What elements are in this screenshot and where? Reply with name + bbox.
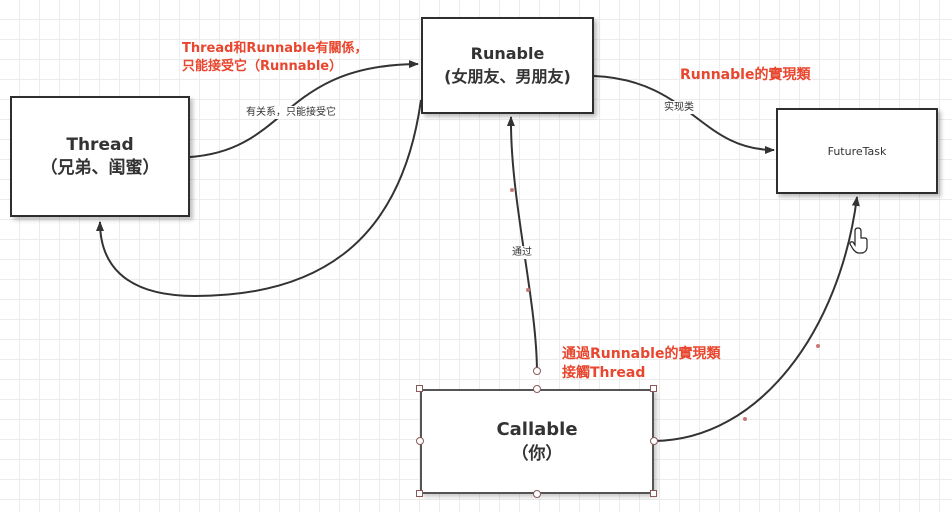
edge-runable-to-futuretask [593, 75, 775, 154]
annotation-runnable-impl: Runnable的實現類 [680, 67, 811, 83]
thread-subtitle: （兄弟、闺蜜） [40, 157, 160, 178]
callable-subtitle: （你） [511, 443, 563, 464]
edge-label-callable-runable: 通过 [510, 246, 534, 259]
resize-handle[interactable] [416, 490, 423, 497]
thread-title: Thread [66, 134, 134, 155]
edge-callable-to-futuretask [653, 196, 860, 442]
connection-point[interactable] [533, 385, 541, 393]
hand-cursor-icon [849, 227, 868, 254]
edge-callable-to-runable [506, 116, 538, 374]
futuretask-title: FutureTask [827, 144, 887, 158]
runable-subtitle: (女朋友、男朋友) [444, 66, 571, 86]
edge-waypoint [743, 417, 747, 421]
annotation-line: 通過Runnable的實現類 [562, 346, 721, 362]
resize-handle[interactable] [650, 385, 657, 392]
edge-waypoint [526, 288, 530, 292]
connection-point[interactable] [416, 437, 424, 445]
futuretask-node[interactable]: FutureTask [776, 108, 938, 194]
connection-point[interactable] [650, 437, 658, 445]
thread-node[interactable]: Thread （兄弟、闺蜜） [10, 96, 190, 217]
edge-label-thread-runable: 有关系，只能接受它 [244, 106, 338, 119]
callable-node[interactable]: Callable （你） [420, 389, 654, 494]
annotation-line: 接觸Thread [562, 365, 646, 381]
annotation-callable: 通過Runnable的實現類 接觸Thread [562, 345, 720, 383]
annotation-line: 只能接受它（Runnable） [182, 59, 343, 74]
runable-title: Runable [470, 43, 545, 63]
resize-handle[interactable] [650, 490, 657, 497]
annotation-line: Thread和Runnable有關係， [182, 41, 368, 56]
resize-handle[interactable] [416, 385, 423, 392]
edge-runable-to-thread [96, 99, 422, 298]
annotation-thread-runnable: Thread和Runnable有關係， 只能接受它（Runnable） [182, 40, 368, 76]
callable-title: Callable [496, 418, 578, 440]
edge-waypoint [510, 188, 514, 192]
connection-point[interactable] [533, 367, 541, 375]
edge-waypoint [816, 344, 820, 348]
edge-label-runable-futuretask: 实现类 [662, 101, 696, 114]
runable-node[interactable]: Runable (女朋友、男朋友) [421, 17, 594, 114]
connection-point[interactable] [533, 490, 541, 498]
